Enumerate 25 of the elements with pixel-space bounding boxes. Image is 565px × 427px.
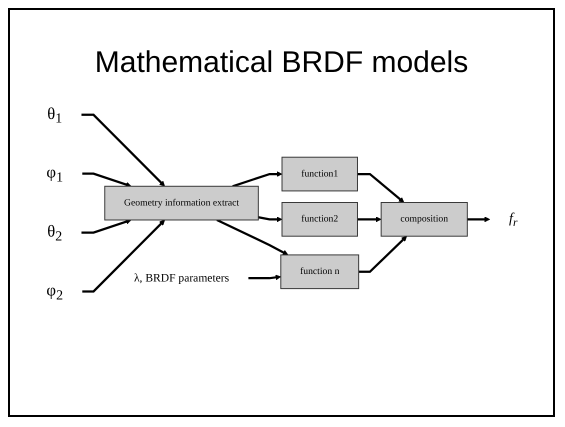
- arrow: [466, 216, 490, 222]
- arrow: [216, 218, 288, 256]
- node-text: f$_{r}$: [508, 210, 518, 229]
- node-box: [380, 202, 468, 237]
- node-box: [281, 156, 358, 192]
- title: Mathematical BRDF models: [94, 46, 468, 80]
- node-text: λ, BRDF parameters: [133, 271, 229, 284]
- node-text: θ$_{2}$: [46, 222, 62, 244]
- arrow: [82, 220, 164, 293]
- arrow: [356, 172, 404, 203]
- arrow: [232, 171, 282, 188]
- arrow: [358, 236, 407, 273]
- arrow: [248, 274, 281, 280]
- node-box: [281, 202, 358, 237]
- arrow: [80, 218, 131, 234]
- arrow: [82, 172, 131, 188]
- node-text: φ$_{1}$: [46, 162, 63, 185]
- arrow: [356, 216, 381, 222]
- arrow: [80, 114, 164, 187]
- node-box: [104, 186, 258, 220]
- slide-frame: Mathematical BRDF models θ$_{1}$ φ$_{1}$ θ$_{2}$ φ$_{2}$ Geometry information extract function1 function2 function n composition f$_{r}$ λ, BRDF parameters: [8, 8, 555, 417]
- node-box: [280, 254, 359, 290]
- node-text: θ$_{1}$: [46, 104, 62, 126]
- arrow: [258, 216, 282, 222]
- node-text: φ$_{2}$: [46, 280, 63, 303]
